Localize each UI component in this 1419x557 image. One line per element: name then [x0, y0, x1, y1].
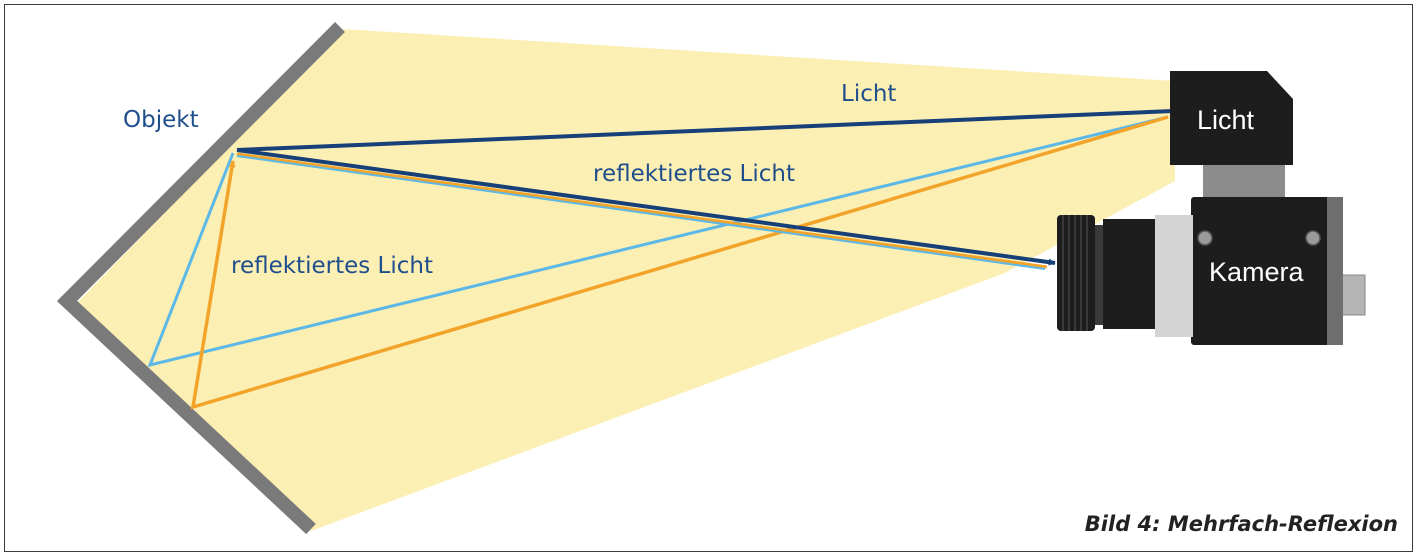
- light-ray-label: Licht: [841, 81, 896, 107]
- camera-body-rim: [1327, 197, 1343, 345]
- screw-icon: [1305, 230, 1321, 246]
- screw-icon: [1197, 230, 1213, 246]
- lens-front: [1057, 215, 1095, 331]
- reflected-ray-orange-trace: [236, 152, 1048, 269]
- lens-grip: [1062, 215, 1088, 331]
- lens-barrel: [1103, 219, 1155, 329]
- reflected-ray-to-camera: [236, 148, 1056, 266]
- reflected-ray-cyan-trace: [236, 155, 1046, 270]
- camera-label: Kamera: [1209, 257, 1305, 287]
- figure-caption: Bild 4: Mehrfach-Reflexion: [1085, 512, 1398, 536]
- object-wall: [56, 22, 345, 535]
- light-unit-label: Licht: [1197, 105, 1255, 135]
- camera-connector: [1340, 274, 1366, 316]
- lens-ring: [1093, 225, 1103, 325]
- camera-body: [1191, 197, 1343, 345]
- light-unit: Licht: [1170, 71, 1293, 207]
- reflection-diagram: Licht Kamera Objekt Licht reflektiertes …: [56, 22, 1398, 536]
- reflected-light-label-lower: reflektiertes Licht: [231, 253, 433, 279]
- reflected-light-label-upper: reflektiertes Licht: [593, 161, 795, 187]
- light-unit-body: [1170, 71, 1293, 165]
- direct-light-ray: [236, 109, 1174, 152]
- orange-reflection-path: [190, 115, 1169, 410]
- lens-mount: [1155, 215, 1193, 337]
- object-label: Objekt: [123, 107, 199, 133]
- camera: Kamera: [1057, 197, 1366, 345]
- cyan-reflection-path: [147, 115, 1169, 368]
- diagram-frame: Licht Kamera Objekt Licht reflektiertes …: [4, 4, 1413, 552]
